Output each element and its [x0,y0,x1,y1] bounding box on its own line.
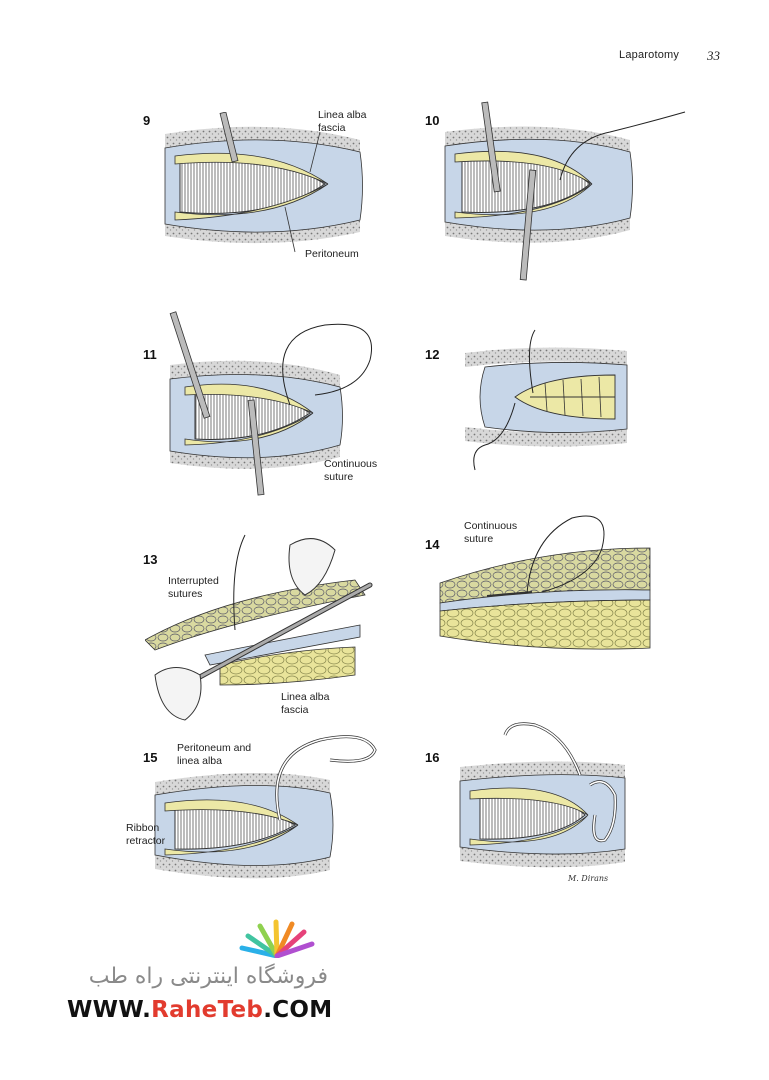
store-url[interactable]: WWW.RaheTeb.COM [67,997,333,1023]
figure-16-number: 16 [425,750,440,765]
figure-9-illustration [164,112,363,253]
book-fan-logo-icon [239,919,315,958]
figure-14-number: 14 [425,537,440,552]
figure-9-number: 9 [143,113,151,128]
store-name-persian: فروشگاه اینترنتی راه طب [88,964,328,989]
figure-9-label-peritoneum: Peritoneum [305,248,359,260]
figure-10-number: 10 [425,113,440,128]
figure-11-number: 11 [143,347,157,362]
figure-16-illustration [459,722,626,868]
figure-14-illustration [439,515,651,650]
figure-11-illustration [169,311,372,496]
figure-15-illustration [154,735,377,879]
figure-12-number: 12 [425,347,440,362]
figure-10-illustration [444,101,686,281]
running-header-title: Laparotomy [619,49,680,61]
figure-13-illustration [145,534,373,721]
artist-signature: M. Dirans [568,874,609,883]
figure-13-number: 13 [143,552,158,567]
figure-12-illustration [465,329,628,471]
figure-15-number: 15 [143,750,158,765]
page-number: 33 [707,48,720,63]
